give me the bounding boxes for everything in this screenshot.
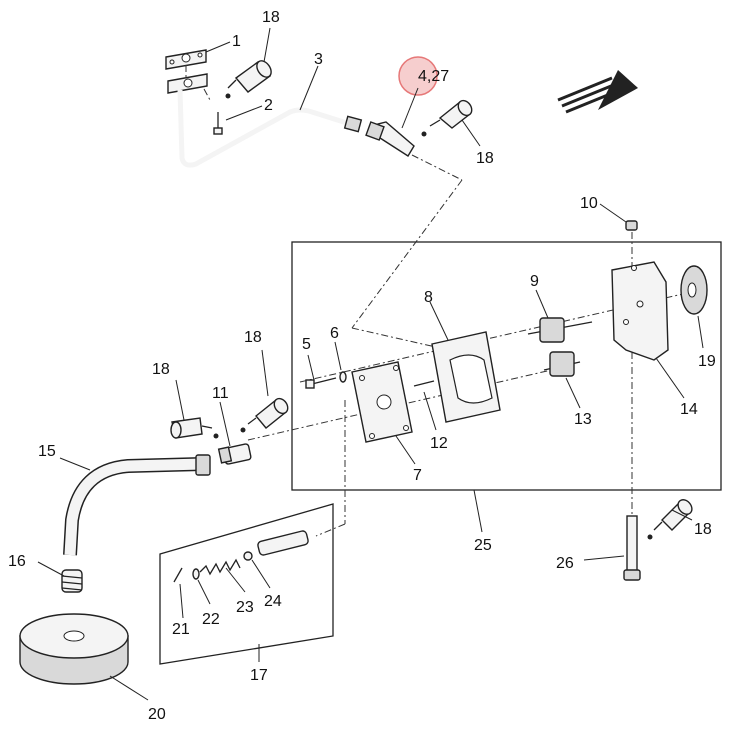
callout-18-bottom-right[interactable]: 18 [694, 521, 712, 538]
spring-part-16[interactable] [61, 569, 83, 593]
washer-part-6[interactable] [339, 371, 347, 383]
callout-22[interactable]: 22 [202, 611, 220, 628]
callout-24[interactable]: 24 [264, 593, 282, 610]
gear-part-13[interactable] [543, 351, 581, 377]
fitting-part-11[interactable] [217, 443, 252, 465]
kit-box-17 [159, 503, 334, 665]
callout-14[interactable]: 14 [680, 401, 698, 418]
callout-18-left[interactable]: 18 [152, 361, 170, 378]
callout-9[interactable]: 9 [530, 273, 539, 290]
callout-5[interactable]: 5 [302, 336, 311, 353]
bolt-part-2[interactable] [213, 112, 223, 135]
gasket-part-1[interactable] [165, 49, 207, 70]
pump-assembly-box-25 [291, 241, 722, 491]
pin-part-21[interactable] [173, 567, 183, 583]
callout-23[interactable]: 23 [236, 599, 254, 616]
callout-15[interactable]: 15 [38, 443, 56, 460]
washer-part-22[interactable] [192, 568, 200, 580]
bolt-part-26[interactable] [623, 515, 641, 581]
sealant-tube-18-bottom-right[interactable] [647, 497, 695, 540]
callout-7[interactable]: 7 [413, 467, 422, 484]
callout-6[interactable]: 6 [330, 325, 339, 342]
callout-12[interactable]: 12 [430, 435, 448, 452]
gear-part-19[interactable] [680, 265, 708, 315]
callout-labels: 1 2 3 4,27 18 18 5 6 7 8 9 10 12 13 14 1… [8, 9, 716, 723]
callout-17[interactable]: 17 [250, 667, 268, 684]
callout-13[interactable]: 13 [574, 411, 592, 428]
pipe-part-3[interactable] [177, 89, 363, 168]
sealant-tube-18-mid[interactable] [240, 396, 291, 433]
callout-4-27[interactable]: 4,27 [418, 68, 449, 85]
leader-lines [37, 27, 704, 701]
nut-part-10[interactable] [625, 220, 638, 231]
callout-10[interactable]: 10 [580, 195, 598, 212]
forward-arrow-icon [557, 70, 638, 114]
callout-20[interactable]: 20 [148, 706, 166, 723]
highlight-marker[interactable] [398, 56, 438, 96]
callout-1[interactable]: 1 [232, 33, 241, 50]
callout-26[interactable]: 26 [556, 555, 574, 572]
valve-part-24[interactable] [243, 530, 309, 561]
pin-part-12[interactable] [413, 380, 435, 387]
wheel-part-20[interactable] [19, 613, 129, 685]
callout-21[interactable]: 21 [172, 621, 190, 638]
callout-18-mid[interactable]: 18 [244, 329, 262, 346]
callout-3[interactable]: 3 [314, 51, 323, 68]
sealant-tube-18-top-left[interactable] [225, 58, 275, 99]
callout-18-top-left[interactable]: 18 [262, 9, 280, 26]
spring-part-23[interactable] [199, 558, 241, 576]
callout-16[interactable]: 16 [8, 553, 26, 570]
sealant-tube-18-left[interactable] [170, 417, 219, 439]
cover-part-7[interactable] [351, 361, 413, 443]
callout-11[interactable]: 11 [212, 385, 229, 402]
pipe-assembly [165, 49, 463, 181]
callout-19[interactable]: 19 [698, 353, 716, 370]
callout-2[interactable]: 2 [264, 97, 273, 114]
callout-18-top-right[interactable]: 18 [476, 150, 494, 167]
bolt-part-5[interactable] [305, 377, 337, 389]
hose-part-15[interactable] [63, 454, 211, 556]
gear-part-9[interactable] [527, 317, 593, 343]
housing-part-8[interactable] [431, 331, 501, 423]
sealant-tube-18-top-right[interactable] [421, 98, 475, 137]
body-part-14[interactable] [611, 261, 669, 361]
fitting-part-4-27[interactable] [365, 121, 415, 157]
callout-8[interactable]: 8 [424, 289, 433, 306]
callout-25[interactable]: 25 [474, 537, 492, 554]
